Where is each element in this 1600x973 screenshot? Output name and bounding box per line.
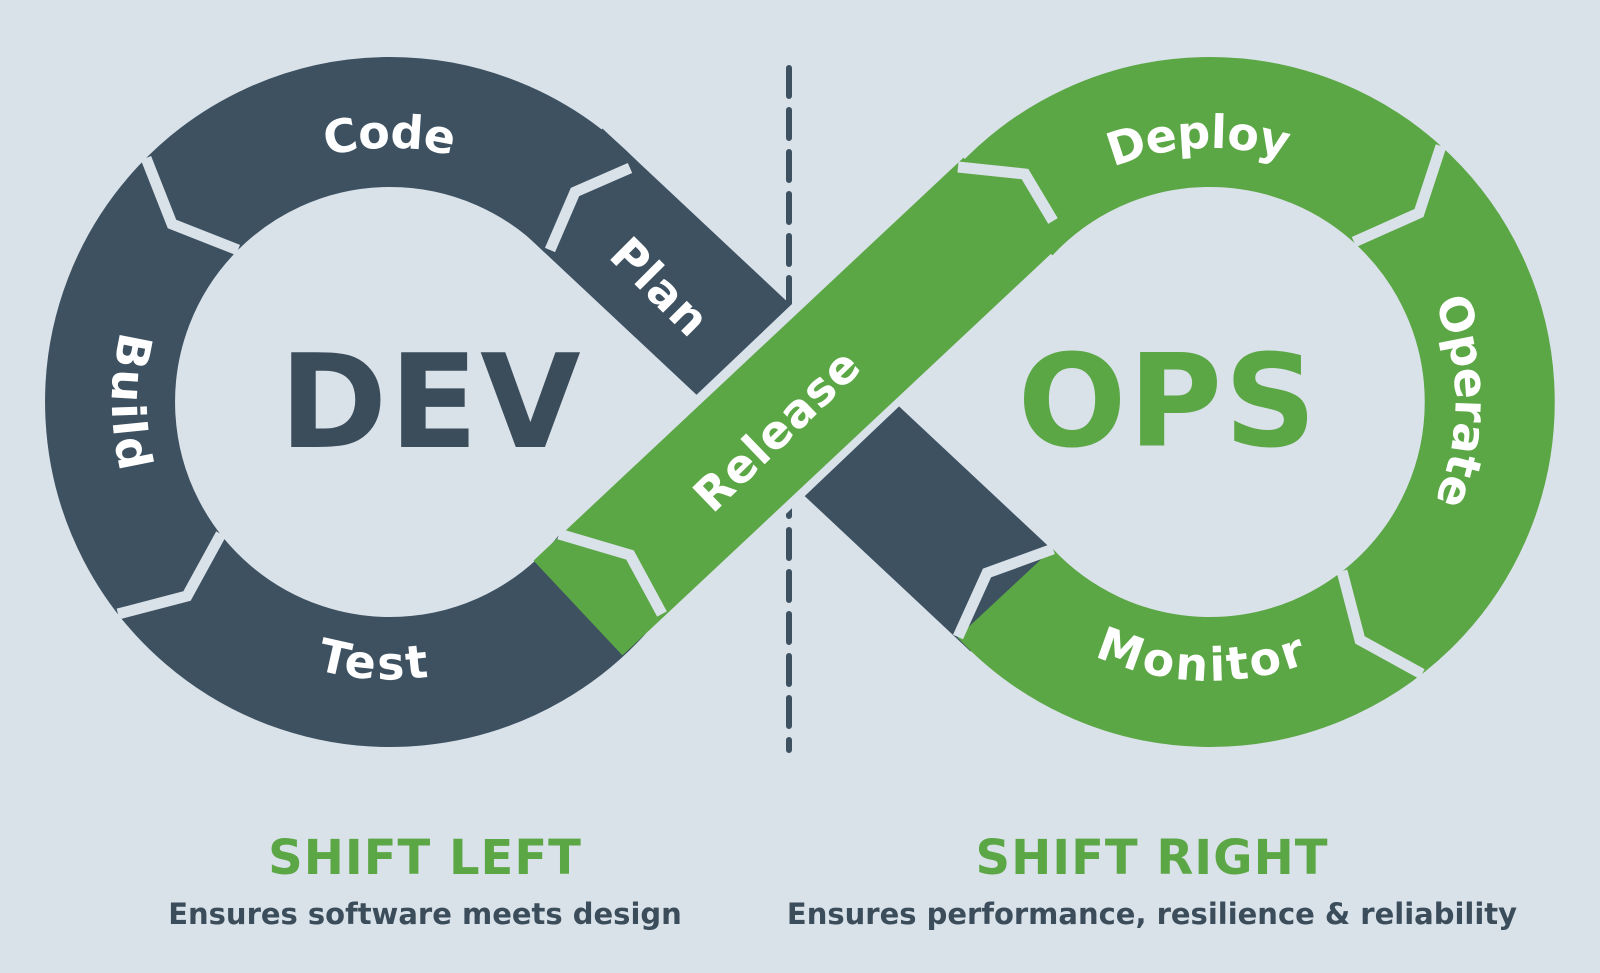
segment-label-test: Test bbox=[313, 628, 431, 691]
gap-chevron-code-build bbox=[140, 155, 241, 256]
gap-chevron-operate-monitor bbox=[1336, 569, 1425, 679]
shift-left-title: SHIFT LEFT bbox=[268, 830, 582, 886]
segment-gap-chevrons bbox=[116, 144, 1447, 679]
release-band bbox=[533, 157, 1053, 656]
segment-label-build: Build bbox=[100, 329, 162, 476]
gap-chevron-plan-code bbox=[544, 162, 633, 253]
shift-right-title: SHIFT RIGHT bbox=[976, 830, 1329, 886]
shift-left-subtitle: Ensures software meets design bbox=[168, 897, 682, 931]
gap-chevron-deploy-operate bbox=[1351, 144, 1447, 248]
segment-label-build-text: Build bbox=[100, 329, 161, 476]
dev-label: DEV bbox=[279, 326, 582, 478]
gap-chevron-build-test bbox=[116, 531, 226, 620]
segment-label-test-text: Test bbox=[313, 628, 430, 691]
shift-right-subtitle: Ensures performance, resilience & reliab… bbox=[787, 897, 1517, 931]
gap-chevron-test-release bbox=[557, 528, 667, 617]
dev-loop-ring bbox=[45, 57, 663, 747]
segment-label-code-text: Code bbox=[319, 104, 460, 166]
gap-chevron-release-deploy bbox=[957, 161, 1058, 224]
ops-label: OPS bbox=[1018, 328, 1319, 477]
gap-chevron-monitor-plan bbox=[952, 543, 1055, 640]
ops-loop-ring bbox=[957, 57, 1555, 747]
segment-label-code: Code bbox=[319, 104, 461, 166]
